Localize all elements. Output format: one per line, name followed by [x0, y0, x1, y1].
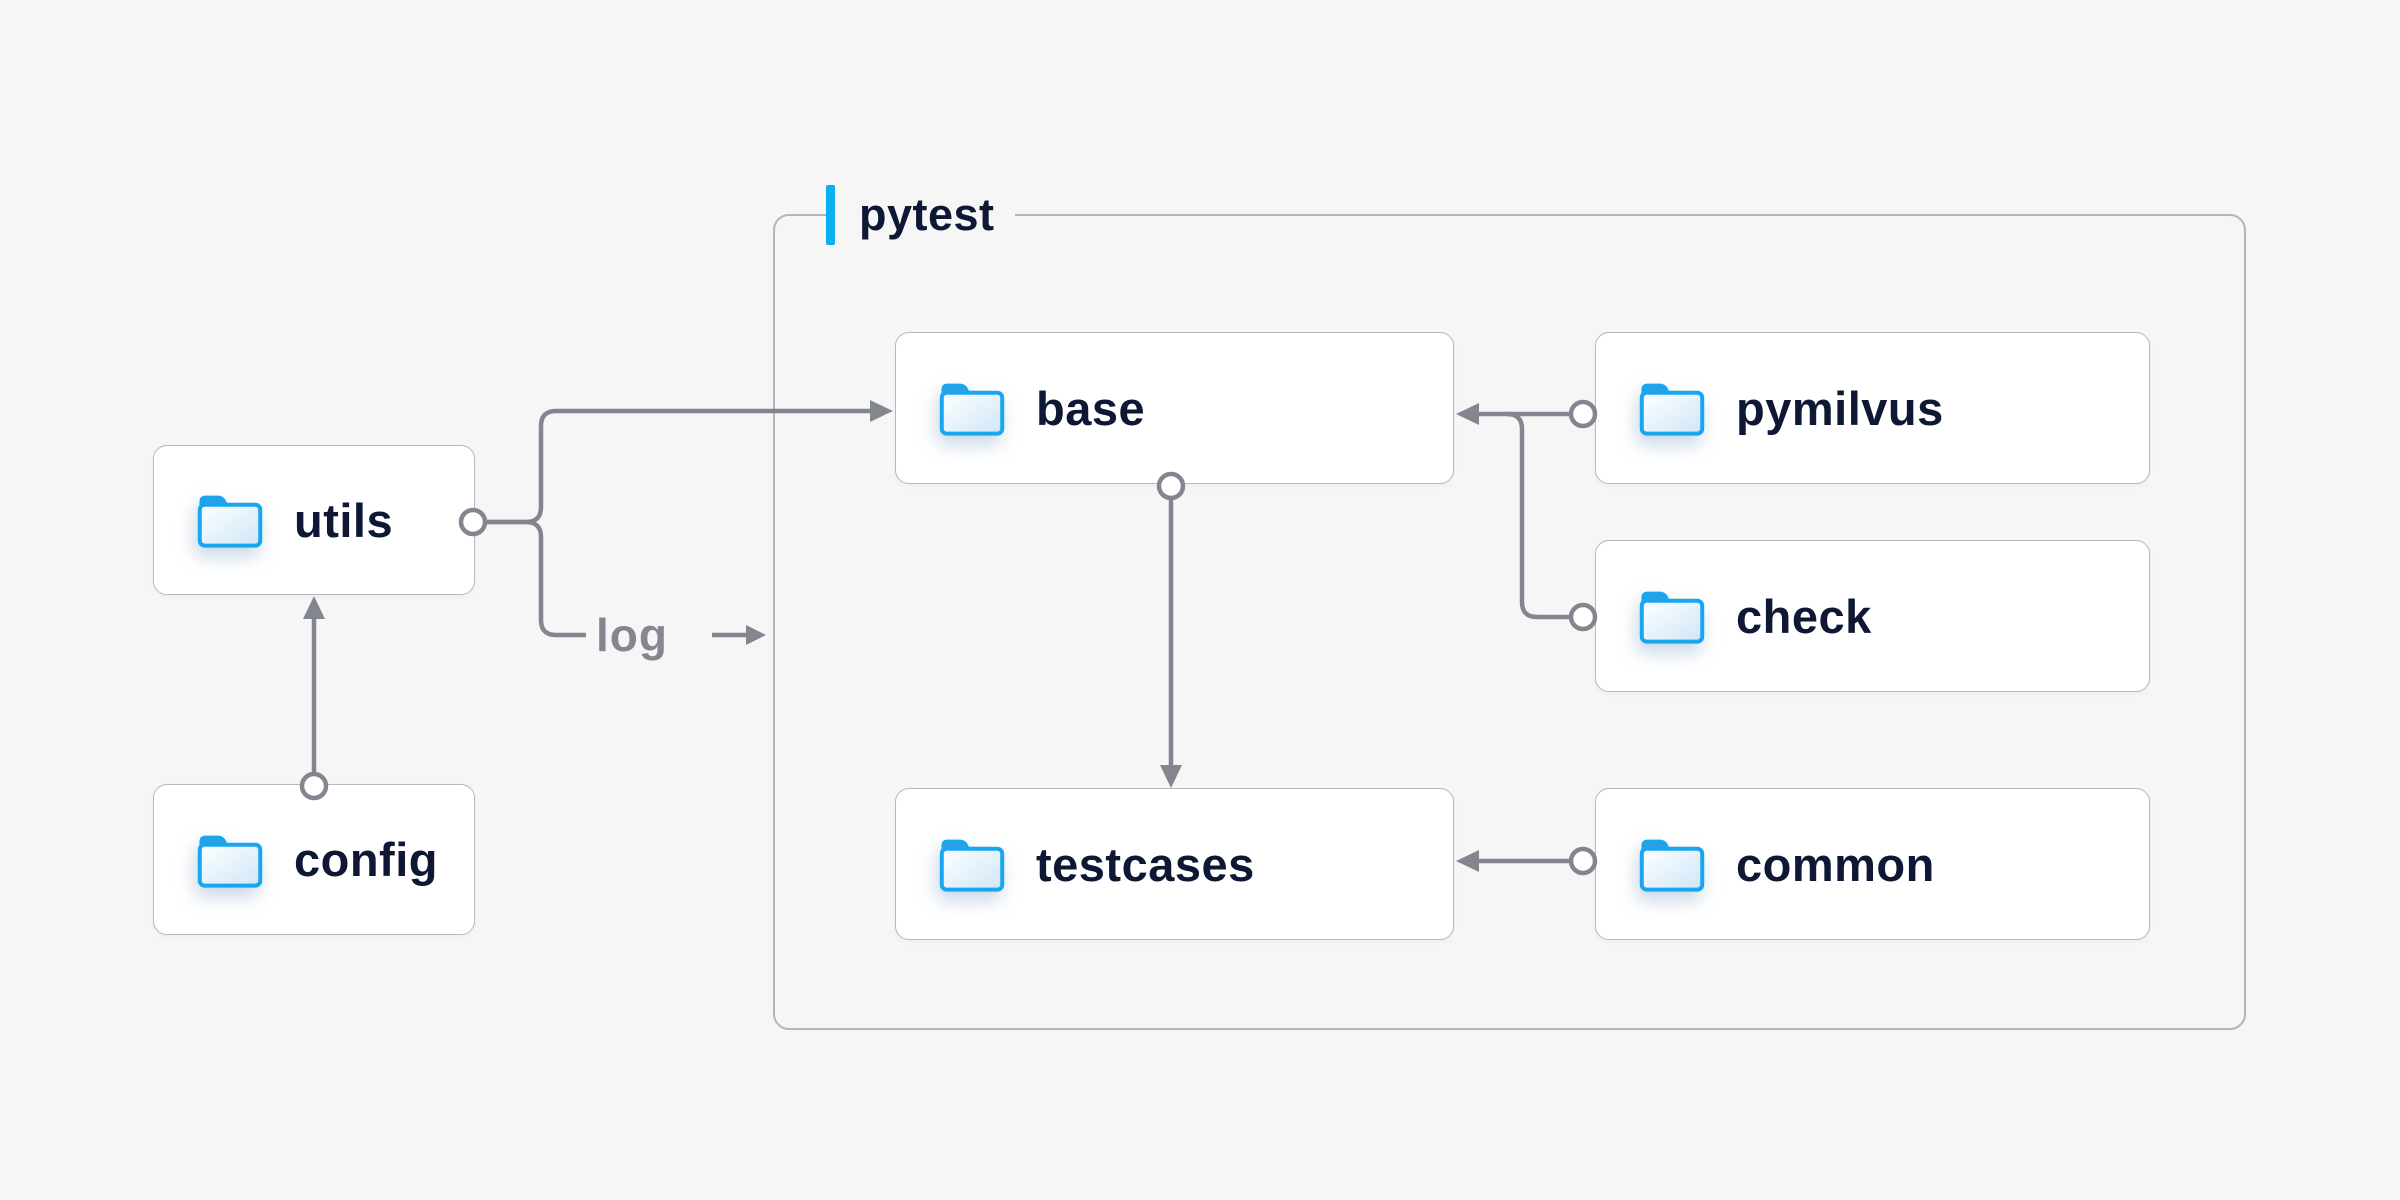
node-label: config: [294, 833, 438, 886]
accent-bar: [826, 185, 835, 245]
folder-icon: [197, 835, 263, 888]
folder-icon: [1639, 383, 1705, 436]
folder-icon: [1639, 591, 1705, 644]
edge-label-log: log: [596, 609, 668, 661]
node-check: check: [1595, 540, 2150, 692]
node-pymilvus: pymilvus: [1595, 332, 2150, 484]
node-config: config: [153, 784, 475, 935]
folder-icon: [939, 839, 1005, 892]
arrowhead-log: [746, 625, 766, 645]
edge-utils-to-log: [486, 519, 586, 638]
node-utils: utils: [153, 445, 475, 595]
pytest-group-outline: [773, 214, 2246, 1030]
node-base: base: [895, 332, 1454, 484]
arrowhead-into-utils-bottom: [303, 596, 325, 619]
folder-icon: [197, 495, 263, 548]
folder-icon: [1639, 839, 1705, 892]
node-label: testcases: [1036, 837, 1255, 891]
node-label: utils: [294, 493, 394, 547]
node-label: check: [1736, 589, 1872, 643]
pytest-group-label-text: pytest: [859, 189, 995, 240]
node-testcases: testcases: [895, 788, 1454, 940]
node-label: pymilvus: [1736, 381, 1944, 435]
node-common: common: [1595, 788, 2150, 940]
node-label: base: [1036, 381, 1146, 435]
node-label: common: [1736, 837, 1935, 891]
pytest-group-label: pytest: [826, 184, 1015, 246]
folder-icon: [939, 383, 1005, 436]
